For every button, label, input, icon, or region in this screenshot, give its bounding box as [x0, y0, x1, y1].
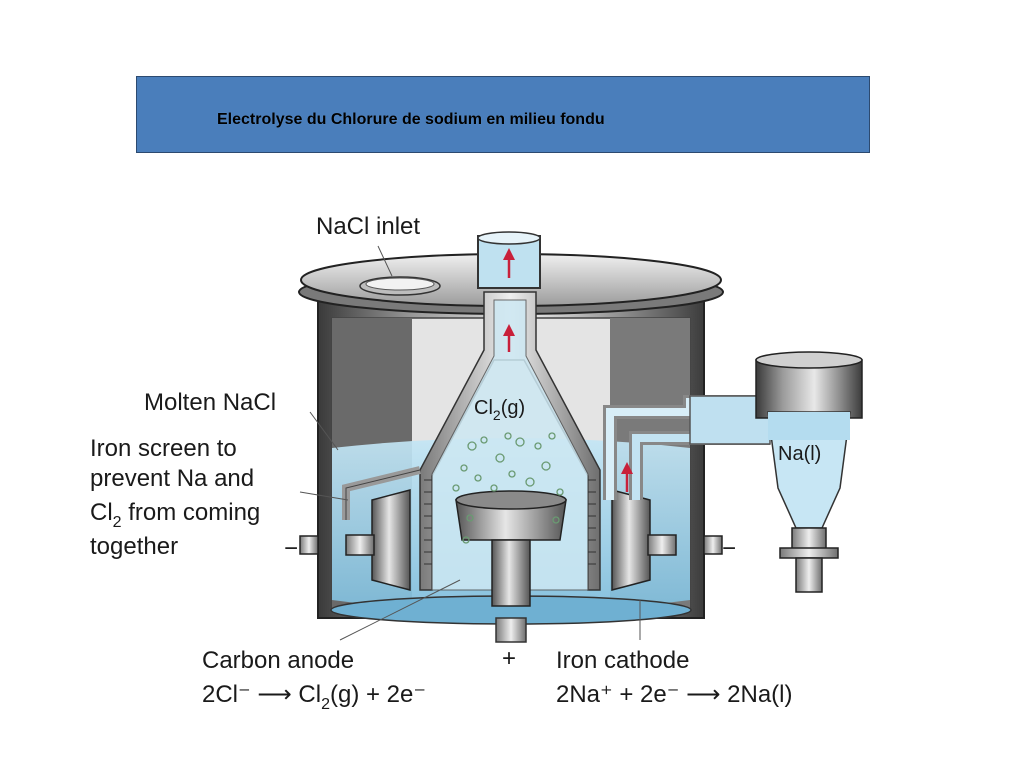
carbon-anode [455, 490, 567, 607]
sodium-liquid-label: Na(l) [778, 443, 821, 465]
cl2-gas-label: Cl2(g) [474, 397, 525, 423]
iron-screen-label-line4: together [90, 533, 178, 560]
iron-cathode-right [611, 489, 723, 591]
cathode-reaction: 2Na⁺ + 2e⁻ ⟶ 2Na(l) [556, 681, 793, 708]
molten-nacl-label: Molten NaCl [144, 389, 276, 416]
sodium-outlet-pipe [603, 395, 771, 500]
minus-sign-left: − [284, 535, 298, 562]
anode-reaction: 2Cl⁻ ⟶ Cl2(g) + 2e⁻ [202, 681, 426, 713]
carbon-anode-label: Carbon anode [202, 647, 354, 674]
nacl-inlet-label: NaCl inlet [316, 213, 420, 240]
title-box: Electrolyse du Chlorure de sodium en mil… [136, 76, 870, 153]
iron-screen-label-line2: prevent Na and [90, 465, 254, 492]
slide-title: Electrolyse du Chlorure de sodium en mil… [217, 111, 605, 128]
iron-cathode-label: Iron cathode [556, 647, 689, 674]
chlorine-bubbles [452, 432, 564, 544]
iron-screen-label-line1: Iron screen to [90, 435, 237, 462]
plus-sign: + [502, 645, 516, 672]
sodium-collector [755, 351, 863, 593]
flow-arrows [503, 248, 633, 492]
leader-lines [299, 245, 641, 641]
iron-screen-label-line3: Cl2 from coming [90, 499, 260, 531]
iron-cathode-left [299, 466, 421, 591]
minus-sign-right: − [722, 535, 736, 562]
